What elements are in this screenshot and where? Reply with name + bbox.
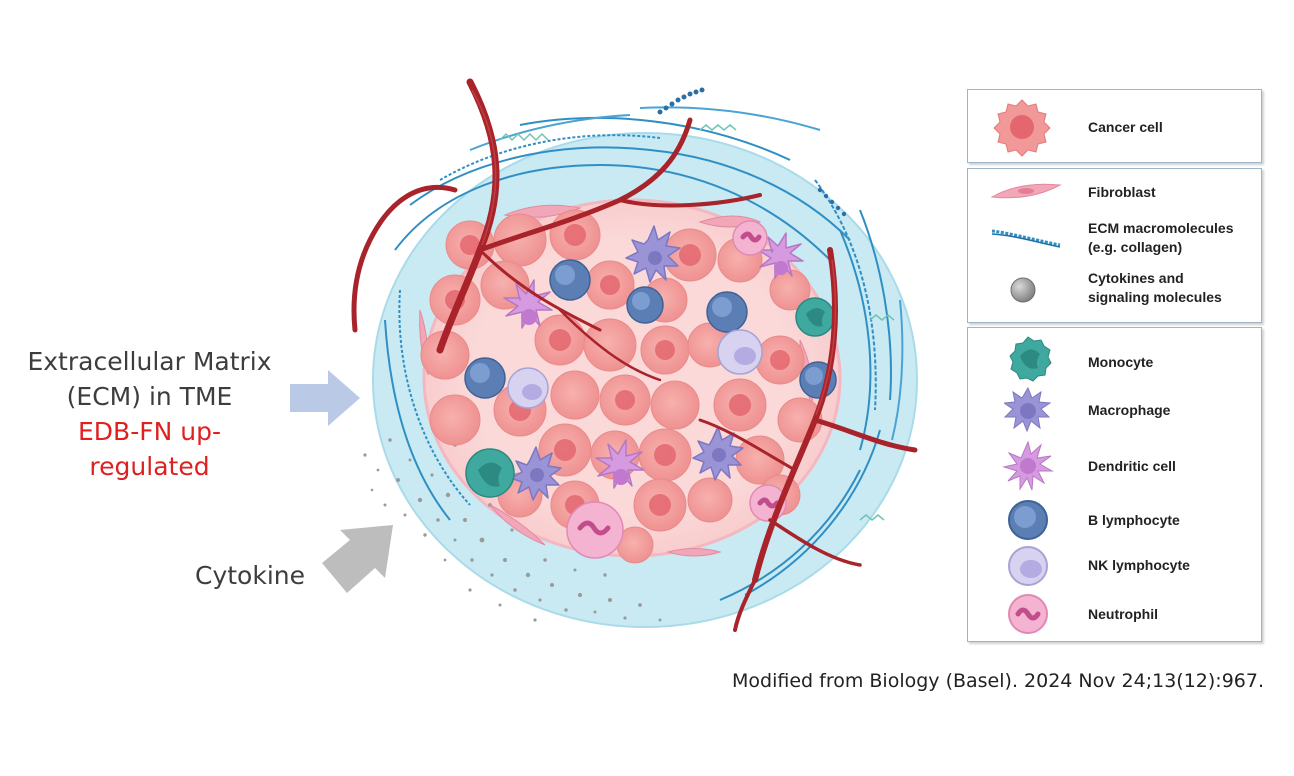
legend-label-ecm-macromolecules: ECM macromolecules (e.g. collagen) — [1088, 220, 1234, 255]
collagen-beaded-strand — [657, 87, 847, 217]
cytokine-arrow — [322, 525, 393, 593]
legend-label-macrophage: Macrophage — [1088, 402, 1171, 418]
macrophage-icon — [1004, 386, 1052, 433]
macrophage-nuclei — [530, 251, 726, 482]
edb-fn-annotation-line1: EDB-FN up- — [78, 417, 221, 446]
ecm-annotation-line1: Extracellular Matrix — [27, 347, 272, 376]
b-lymphocyte-icon — [1008, 500, 1048, 540]
legend-box-ecm: Fibroblast ECM macromolecules (e.g. coll… — [967, 168, 1262, 323]
blood-vessel-highlights — [471, 89, 837, 416]
neutrophil-nuclei — [577, 231, 780, 536]
legend-label-cancer-cell: Cancer cell — [1088, 119, 1163, 135]
legend-item-fibroblast: Fibroblast — [968, 169, 1261, 209]
legend-item-b-lymphocyte: B lymphocyte — [968, 496, 1261, 544]
monocyte-nuclei — [478, 307, 825, 487]
ecm-annotation: Extracellular Matrix (ECM) in TME EDB-FN… — [12, 344, 287, 484]
legend-item-ecm-macromolecules: ECM macromolecules (e.g. collagen) — [968, 215, 1261, 261]
legend-label-nk-lymphocyte: NK lymphocyte — [1088, 557, 1190, 573]
legend-label-fibroblast: Fibroblast — [1088, 184, 1156, 200]
dendritic-cell-icon — [1002, 440, 1054, 491]
ecm-arrow — [290, 370, 360, 426]
legend-label-dendritic-cell: Dendritic cell — [1088, 458, 1176, 474]
ecm-annotation-line2: (ECM) in TME — [66, 382, 233, 411]
legend-label-monocyte: Monocyte — [1088, 354, 1154, 370]
legend-item-monocyte: Monocyte — [968, 334, 1261, 384]
collagen-teal-fibers — [499, 124, 895, 521]
dendritic-cell-nuclei — [521, 261, 788, 485]
nk-lymphocyte-nuclei — [522, 347, 756, 400]
legend-box-immune: Monocyte Macrophage Dendritic cell B lym… — [967, 327, 1262, 642]
legend-item-cytokines: Cytokines and signaling molecules — [968, 267, 1261, 321]
b-lymphocyte-nuclei — [470, 265, 823, 385]
legend-item-dendritic-cell: Dendritic cell — [968, 440, 1261, 494]
cancer-cell-icon — [993, 99, 1051, 157]
legend-label-b-lymphocyte: B lymphocyte — [1088, 512, 1180, 528]
collagen-fibers — [384, 106, 904, 601]
legend-label-cytokines: Cytokines and signaling molecules — [1088, 270, 1222, 305]
fibroblast-icon — [990, 183, 1062, 199]
cytokine-annotation: Cytokine — [195, 561, 305, 590]
collagen-icon — [991, 229, 1061, 248]
legend-item-neutrophil: Neutrophil — [968, 590, 1261, 638]
nk-lymphocyte-icon — [1008, 546, 1048, 586]
legend-item-nk-lymphocyte: NK lymphocyte — [968, 542, 1261, 590]
legend-box-cancer: Cancer cell — [967, 89, 1262, 163]
legend-item-macrophage: Macrophage — [968, 386, 1261, 436]
neutrophil-icon — [1008, 594, 1048, 634]
cytokine-icon — [1010, 277, 1036, 303]
legend-item-cancer-cell: Cancer cell — [968, 90, 1261, 164]
monocyte-icon — [1009, 336, 1052, 382]
dendritic-cells — [503, 232, 804, 489]
edb-fn-annotation-line2: regulated — [89, 452, 210, 481]
legend-label-neutrophil: Neutrophil — [1088, 606, 1158, 622]
citation: Modified from Biology (Basel). 2024 Nov … — [732, 670, 1264, 692]
